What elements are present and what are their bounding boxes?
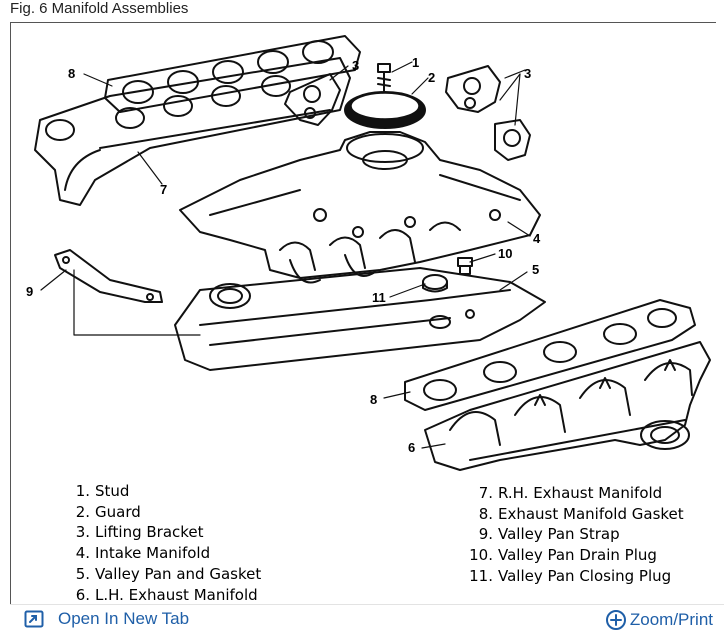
callout-8-top: 8	[68, 66, 75, 81]
valley-pan-closing-plug	[422, 274, 448, 293]
legend-item: 10.Valley Pan Drain Plug	[469, 546, 657, 565]
lifting-bracket-right	[445, 65, 531, 161]
valley-pan-drain-plug	[457, 257, 473, 275]
callout-6: 6	[408, 440, 415, 455]
valley-pan	[174, 267, 546, 371]
valley-pan-strap	[54, 249, 163, 303]
intake-manifold	[179, 131, 541, 284]
legend-item: 5.Valley Pan and Gasket	[75, 564, 262, 583]
legend-item: 6.L.H. Exhaust Manifold	[75, 585, 258, 604]
callout-2: 2	[428, 70, 435, 85]
callout-7: 7	[160, 182, 167, 197]
legend-right: 7.R.H. Exhaust Manifold 8.Exhaust Manifo…	[467, 483, 684, 587]
leader-lines	[40, 61, 531, 449]
zoom-plus-icon	[605, 609, 627, 631]
callout-5: 5	[532, 262, 539, 277]
callout-4: 4	[533, 231, 541, 246]
callout-11: 11	[372, 290, 386, 305]
legend-item: 8.Exhaust Manifold Gasket	[478, 504, 684, 523]
lifting-bracket-left	[284, 73, 341, 126]
guard	[344, 91, 426, 129]
legend-item: 9.Valley Pan Strap	[478, 525, 620, 544]
lh-exhaust-gasket	[404, 299, 696, 411]
legend-item: 4.Intake Manifold	[75, 544, 211, 563]
rh-exhaust-gasket	[104, 35, 361, 113]
zoom-print-label: Zoom/Print	[629, 610, 713, 629]
callout-10: 10	[498, 246, 512, 261]
legend-item: 7.R.H. Exhaust Manifold	[478, 484, 663, 502]
open-new-tab-icon	[24, 610, 44, 628]
callout-3-right: 3	[524, 66, 531, 81]
legend-item: 3.Lifting Bracket	[75, 523, 204, 542]
open-in-new-tab-label: Open In New Tab	[58, 609, 190, 628]
figure-title: Fig. 6 Manifold Assemblies	[10, 0, 189, 17]
legend-item: 2.Guard	[75, 502, 141, 521]
legend-item: 11.Valley Pan Closing Plug	[469, 566, 672, 585]
legend-left: 1.Stud 2.Guard 3.Lifting Bracket 4.Intak…	[68, 481, 262, 605]
image-toolbar: Open In New Tab Zoom/Print	[10, 604, 724, 637]
callout-9: 9	[26, 284, 33, 299]
legend-item: 1.Stud	[75, 482, 130, 500]
lh-exhaust-manifold	[424, 341, 711, 471]
callout-1: 1	[412, 55, 419, 70]
zoom-print-button[interactable]: Zoom/Print	[605, 609, 713, 631]
rh-exhaust-manifold	[34, 57, 351, 206]
open-in-new-tab-button[interactable]: Open In New Tab	[24, 609, 189, 629]
stud	[377, 63, 391, 93]
manifold-diagram: 1 2 3 3 8 7 4 10 5 9 11 8 6	[26, 35, 711, 471]
callout-8-bottom: 8	[370, 392, 377, 407]
callout-3-left: 3	[352, 58, 359, 73]
